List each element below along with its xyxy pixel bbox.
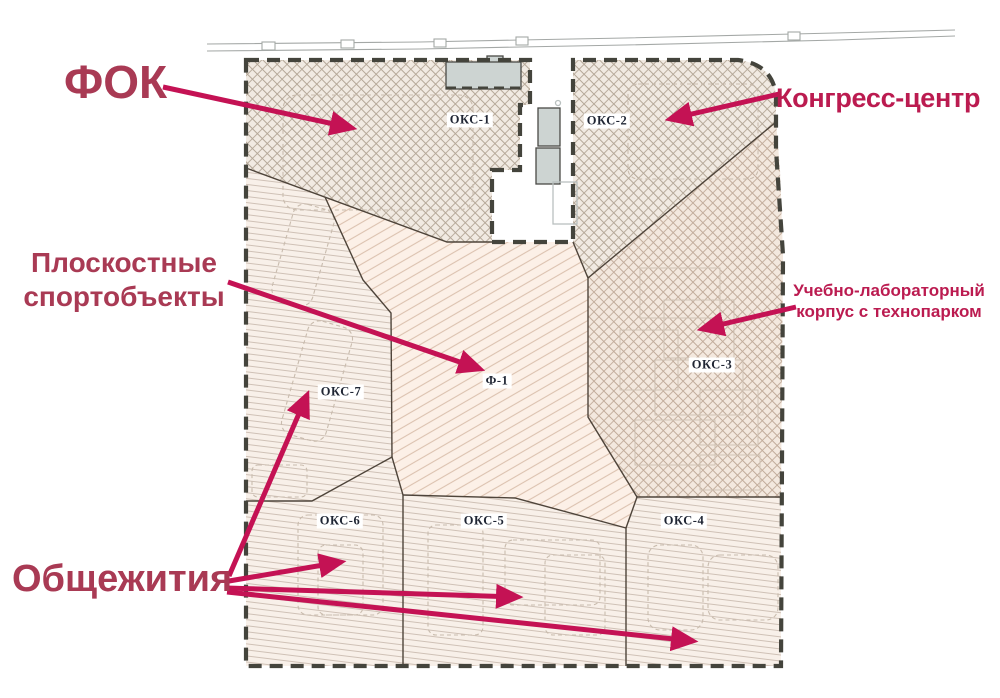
annotation-sport-line1: Плоскостные [31, 247, 217, 278]
zone-label-f1: Ф-1 [482, 373, 512, 389]
road-mark [787, 31, 801, 41]
zone-label-oks2: ОКС-2 [583, 113, 631, 129]
small-circle-mark [554, 99, 562, 107]
building-outline [317, 544, 364, 616]
zone-oks4-area [626, 497, 781, 666]
arrow-dorm-oks7 [226, 389, 310, 577]
building-outline [627, 83, 759, 180]
road-mark [433, 38, 447, 48]
road [206, 29, 956, 52]
annotation-sport: Плоскостные спортобъекты [18, 246, 230, 314]
arrow-congress [664, 91, 780, 127]
road-mark [340, 39, 355, 49]
arrow-sport [227, 279, 486, 374]
annotation-sport-line2: спортобъекты [23, 281, 225, 313]
arrow-dorm-oks4 [226, 589, 699, 652]
building-outline [504, 539, 601, 606]
building-outline [699, 454, 761, 491]
annotation-dorm: Общежития [12, 558, 233, 600]
building-outline [699, 389, 759, 446]
building-outline [544, 554, 606, 636]
building-outline [552, 181, 578, 225]
zone-oks5-area [403, 495, 626, 666]
building-outline [639, 267, 721, 319]
annotation-congress: Конгресс-центр [776, 83, 981, 113]
small-building [537, 107, 561, 147]
zone-label-oks3: ОКС-3 [688, 357, 736, 373]
arrow-dorm-oks6 [228, 553, 347, 584]
fok-existing-building [445, 61, 522, 90]
building-outline [647, 544, 704, 631]
border-oks6 [246, 455, 404, 666]
arrow-fok [162, 84, 358, 136]
zone-label-oks5: ОКС-5 [460, 513, 508, 529]
building-outline [282, 94, 474, 211]
small-building [535, 147, 561, 185]
annotation-lab-line1: Учебно-лабораторный [793, 281, 985, 300]
road-mark [515, 36, 529, 46]
arrow-lab [696, 304, 797, 337]
zone-label-oks4: ОКС-4 [660, 513, 708, 529]
border-oks5 [402, 494, 627, 666]
border-oks2-oks3 [587, 121, 777, 279]
building-outline [707, 554, 779, 621]
building-outline [634, 419, 716, 466]
zone-oks3-area [588, 122, 783, 497]
building-outline [297, 514, 384, 616]
annotation-lab: Учебно-лабораторный корпус с технопарком [780, 281, 998, 322]
zone-label-oks1: ОКС-1 [446, 112, 494, 128]
strip-buildings [445, 55, 578, 225]
site-boundary [243, 57, 786, 669]
border-oks1-bottom [245, 167, 492, 243]
zone-label-oks7: ОКС-7 [317, 384, 365, 400]
zone-oks1-area [246, 60, 530, 242]
zone-label-oks6: ОКС-6 [316, 513, 364, 529]
road-line-upper [206, 29, 956, 45]
road-mark [261, 41, 276, 51]
road-line-lower [206, 35, 956, 52]
annotation-arrows [162, 84, 797, 652]
building-outlines [251, 83, 779, 636]
annotation-fok: ФОК [64, 56, 168, 108]
zone-borders [245, 121, 781, 666]
border-f1-oks3 [572, 241, 638, 498]
annotation-lab-line2: корпус с технопарком [796, 301, 982, 321]
building-outline [427, 524, 484, 636]
border-oks7-f1 [324, 196, 393, 458]
arrow-dorm-oks5 [226, 583, 524, 609]
